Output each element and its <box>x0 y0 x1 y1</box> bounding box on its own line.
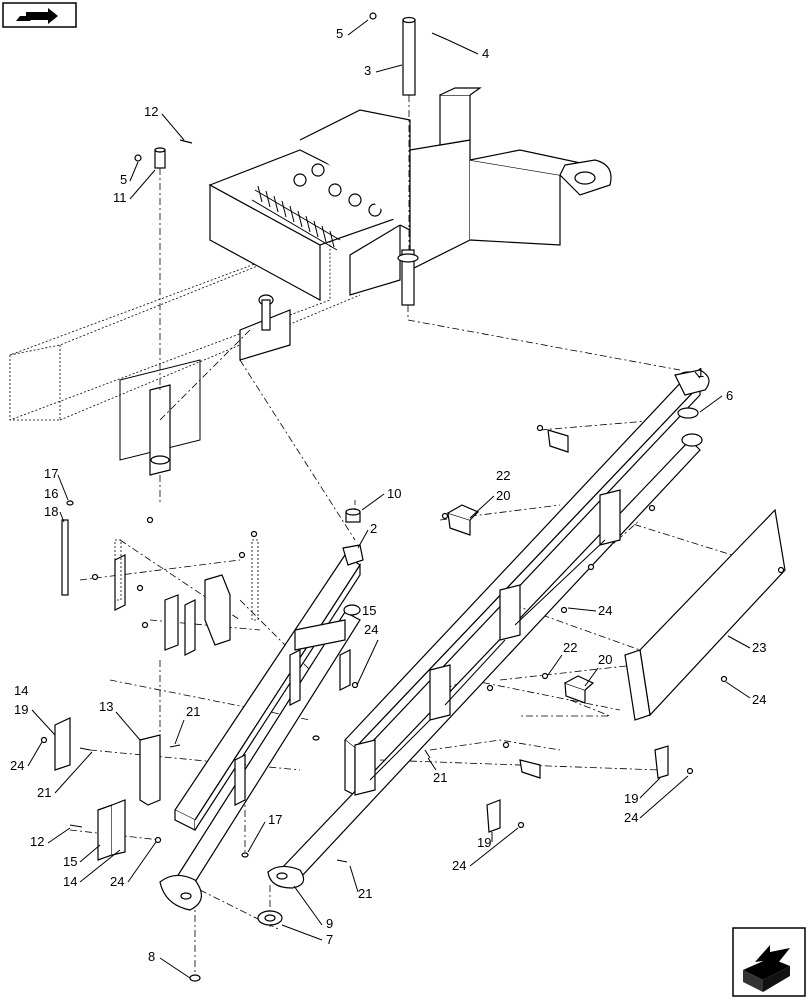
callout-24: 24 <box>452 858 466 873</box>
callout-22: 22 <box>563 640 577 655</box>
callout-5: 5 <box>336 26 343 41</box>
callout-16: 16 <box>44 486 58 501</box>
callout-19: 19 <box>477 835 491 850</box>
panel-23 <box>624 508 786 721</box>
callout-21: 21 <box>37 785 51 800</box>
callout-11: 11 <box>113 190 127 205</box>
callout-1: 1 <box>697 365 704 380</box>
callout-8: 8 <box>148 949 155 964</box>
callout-21: 21 <box>358 886 372 901</box>
callout-23: 23 <box>752 640 766 655</box>
callout-9: 9 <box>326 916 333 931</box>
pin-3 <box>402 16 416 96</box>
callouts: 5 4 3 12 5 11 1 6 17 16 18 10 2 22 20 15… <box>10 19 766 979</box>
callout-6: 6 <box>726 388 733 403</box>
cap-10 <box>345 508 361 523</box>
callout-24: 24 <box>110 874 124 889</box>
callout-18: 18 <box>44 504 58 519</box>
spring <box>251 185 341 251</box>
callout-4: 4 <box>482 46 489 61</box>
next-page-arrow-icon[interactable] <box>732 927 806 997</box>
book-arrow-icon[interactable] <box>2 2 77 28</box>
callout-24: 24 <box>624 810 638 825</box>
callout-20: 20 <box>496 488 510 503</box>
callout-24: 24 <box>10 758 24 773</box>
callout-24: 24 <box>752 692 766 707</box>
callout-10: 10 <box>387 486 401 501</box>
hitch-frame-assembly <box>9 16 612 476</box>
callout-5: 5 <box>120 172 127 187</box>
callout-17: 17 <box>44 466 58 481</box>
left-arm-lower <box>159 604 361 911</box>
callout-12: 12 <box>30 834 44 849</box>
callout-15: 15 <box>362 603 376 618</box>
right-arm-assembly <box>267 369 710 889</box>
callout-3: 3 <box>364 63 371 78</box>
callout-21: 21 <box>433 770 447 785</box>
callout-15: 15 <box>63 854 77 869</box>
callout-21: 21 <box>186 704 200 719</box>
callout-14: 14 <box>14 683 28 698</box>
callout-13: 13 <box>99 699 113 714</box>
pin-11 <box>154 147 166 169</box>
callout-19: 19 <box>14 702 28 717</box>
callout-20: 20 <box>598 652 612 667</box>
callout-24: 24 <box>598 603 612 618</box>
callout-14: 14 <box>63 874 77 889</box>
callout-22: 22 <box>496 468 510 483</box>
callout-12: 12 <box>144 104 158 119</box>
callout-2: 2 <box>370 521 377 536</box>
callout-24: 24 <box>364 622 378 637</box>
callout-17: 17 <box>268 812 282 827</box>
callout-7: 7 <box>326 932 333 947</box>
callout-19: 19 <box>624 791 638 806</box>
left-arm-2 <box>174 544 364 831</box>
